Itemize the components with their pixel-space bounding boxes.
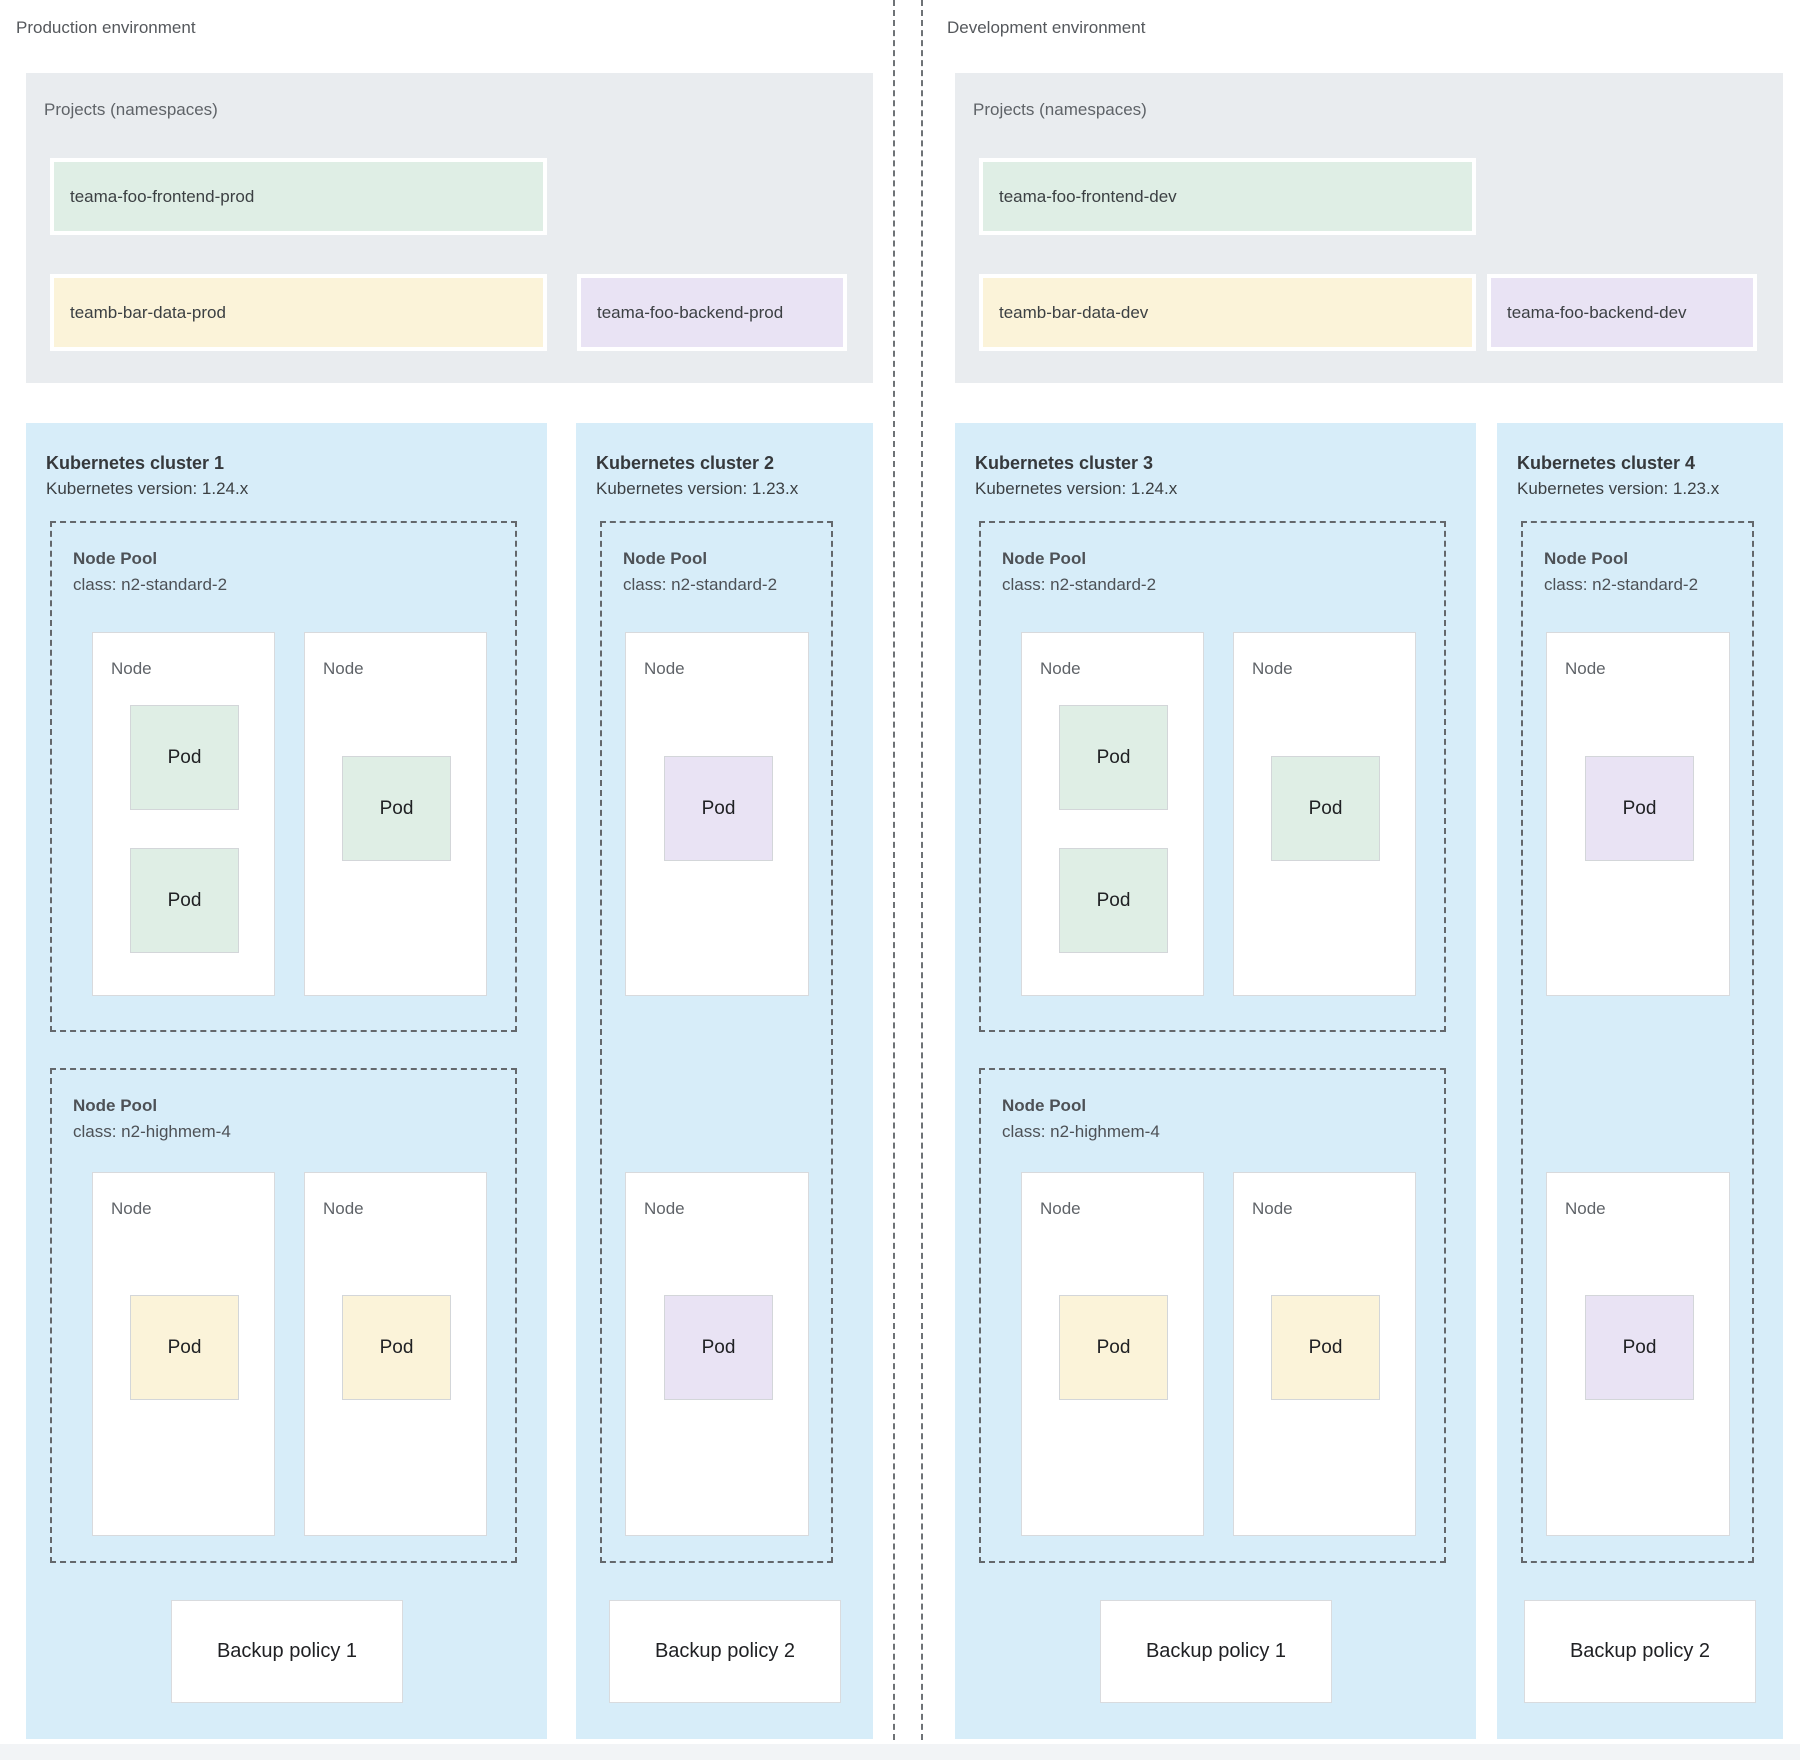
- cluster-name: Kubernetes cluster 2: [596, 453, 775, 473]
- node-label: Node: [323, 1199, 364, 1218]
- node-pool-label: Node Pool: [623, 549, 708, 568]
- node-label: Node: [1252, 659, 1293, 678]
- bottom-strip: [0, 1744, 1800, 1760]
- environment-divider-line: [893, 0, 895, 1760]
- node-pool-label: Node Pool: [73, 549, 158, 568]
- node-pool-label: Node Pool: [1544, 549, 1629, 568]
- cluster-version: Kubernetes version: 1.24.x: [975, 479, 1178, 498]
- node-label: Node: [1040, 659, 1081, 678]
- pod-box: Pod: [664, 1295, 773, 1400]
- node-pool-class: class: n2-highmem-4: [1002, 1122, 1160, 1141]
- node-pool-class: class: n2-highmem-4: [73, 1122, 231, 1141]
- pod-box: Pod: [130, 705, 239, 810]
- node-pool-label: Node Pool: [73, 1096, 158, 1115]
- backup-policy-box: Backup policy 2: [609, 1600, 841, 1703]
- node-label: Node: [644, 659, 685, 678]
- environment-divider-line: [921, 0, 923, 1760]
- projects-box: Projects (namespaces) teama-foo-frontend-…: [955, 73, 1783, 383]
- node-pool-class: class: n2-standard-2: [1544, 575, 1699, 594]
- pod-box: Pod: [1271, 756, 1380, 861]
- pod-box: Pod: [342, 756, 451, 861]
- project-namespace-box: teamb-bar-data-prod: [50, 274, 547, 351]
- kubernetes-cluster-box: Kubernetes cluster 3 Kubernetes version: …: [955, 423, 1476, 1739]
- pod-box: Pod: [1585, 1295, 1694, 1400]
- project-namespace-box: teama-foo-frontend-dev: [979, 158, 1476, 235]
- pod-box: Pod: [130, 1295, 239, 1400]
- node-label: Node: [111, 659, 152, 678]
- pod-box: Pod: [1059, 705, 1168, 810]
- cluster-version: Kubernetes version: 1.23.x: [1517, 479, 1720, 498]
- pod-box: Pod: [1059, 1295, 1168, 1400]
- node-pool-class: class: n2-standard-2: [1002, 575, 1157, 594]
- project-namespace-box: teama-foo-backend-prod: [577, 274, 847, 351]
- backup-policy-box: Backup policy 2: [1524, 1600, 1756, 1703]
- kubernetes-cluster-box: Kubernetes cluster 4 Kubernetes version: …: [1497, 423, 1783, 1739]
- env-title: Production environment: [16, 18, 196, 37]
- cluster-name: Kubernetes cluster 1: [46, 453, 225, 473]
- node-label: Node: [323, 659, 364, 678]
- backup-policy-box: Backup policy 1: [171, 1600, 403, 1703]
- cluster-name: Kubernetes cluster 3: [975, 453, 1154, 473]
- pod-box: Pod: [1271, 1295, 1380, 1400]
- kubernetes-cluster-box: Kubernetes cluster 1 Kubernetes version: …: [26, 423, 547, 1739]
- pod-box: Pod: [342, 1295, 451, 1400]
- kubernetes-cluster-box: Kubernetes cluster 2 Kubernetes version: …: [576, 423, 873, 1739]
- pod-box: Pod: [664, 756, 773, 861]
- node-label: Node: [1565, 1199, 1606, 1218]
- projects-box: Projects (namespaces) teama-foo-frontend-…: [26, 73, 873, 383]
- project-namespace-box: teamb-bar-data-dev: [979, 274, 1476, 351]
- projects-label: Projects (namespaces): [44, 100, 218, 119]
- project-namespace-box: teama-foo-frontend-prod: [50, 158, 547, 235]
- node-pool-label: Node Pool: [1002, 1096, 1087, 1115]
- node-label: Node: [1252, 1199, 1293, 1218]
- node-pool-label: Node Pool: [1002, 549, 1087, 568]
- env-title: Development environment: [947, 18, 1146, 37]
- cluster-version: Kubernetes version: 1.23.x: [596, 479, 799, 498]
- cluster-version: Kubernetes version: 1.24.x: [46, 479, 249, 498]
- pod-box: Pod: [130, 848, 239, 953]
- node-label: Node: [111, 1199, 152, 1218]
- cluster-name: Kubernetes cluster 4: [1517, 453, 1696, 473]
- projects-label: Projects (namespaces): [973, 100, 1147, 119]
- pod-box: Pod: [1059, 848, 1168, 953]
- node-label: Node: [1040, 1199, 1081, 1218]
- project-namespace-box: teama-foo-backend-dev: [1487, 274, 1757, 351]
- node-pool-class: class: n2-standard-2: [623, 575, 778, 594]
- node-label: Node: [1565, 659, 1606, 678]
- node-label: Node: [644, 1199, 685, 1218]
- pod-box: Pod: [1585, 756, 1694, 861]
- node-pool-class: class: n2-standard-2: [73, 575, 228, 594]
- backup-policy-box: Backup policy 1: [1100, 1600, 1332, 1703]
